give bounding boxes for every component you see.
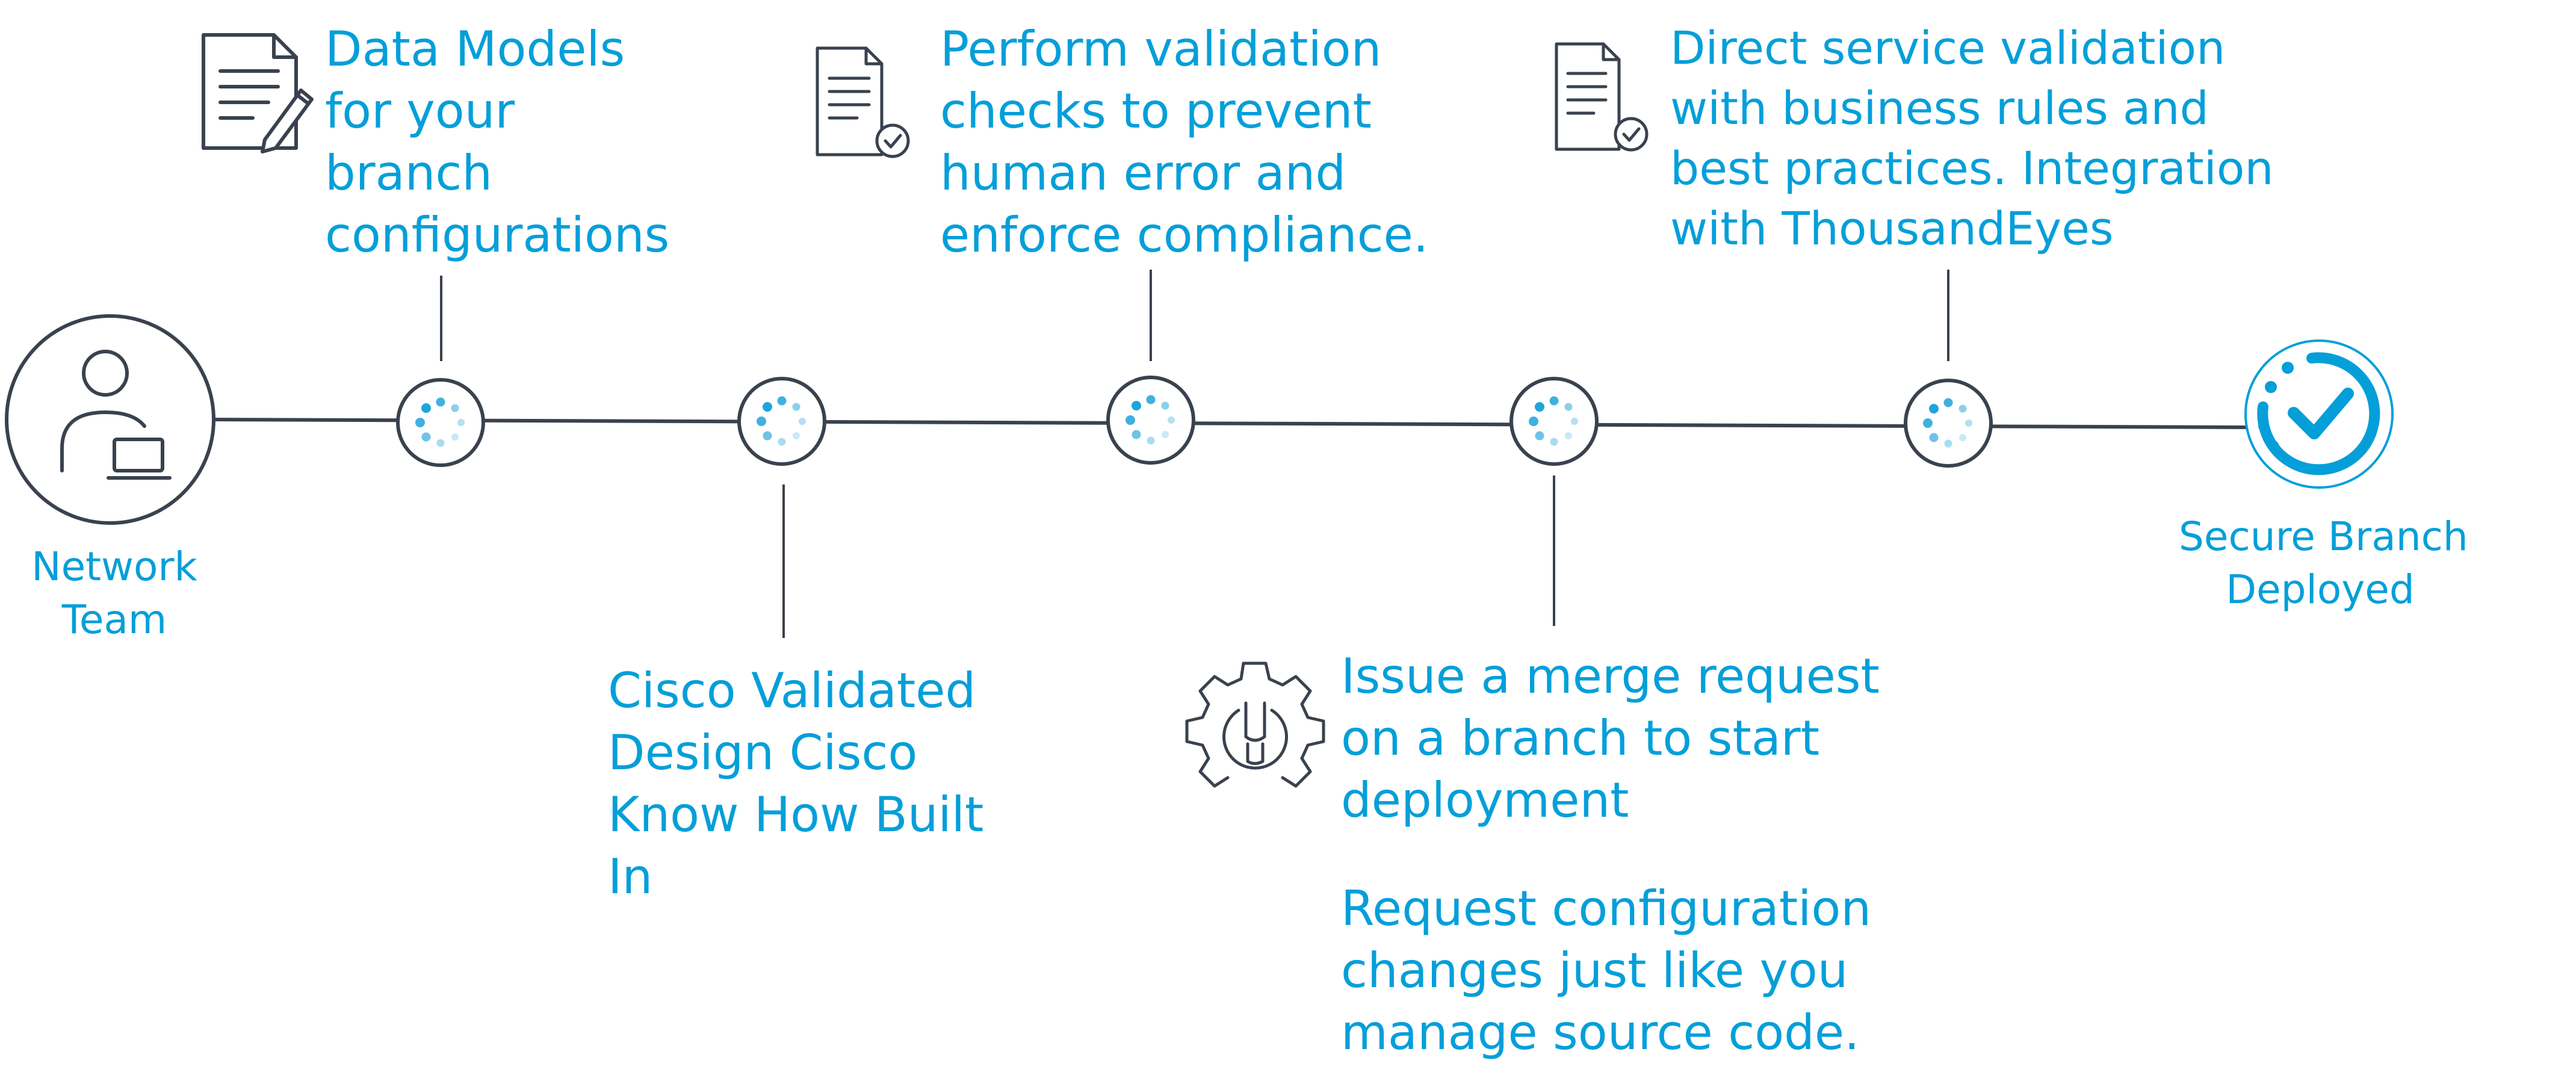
step-4-extra-text: Request configuration changes just like …: [1341, 878, 1871, 1064]
document-check-icon: [816, 46, 910, 158]
secure-branch-label-line-2: Deployed: [2226, 566, 2415, 613]
step-5-text-line-1: Direct service validation: [1670, 21, 2226, 75]
check-circle-icon: [2257, 352, 2380, 475]
step-3-text-line-2: checks to prevent: [940, 83, 1372, 139]
step-4-text: Issue a merge request on a branch to sta…: [1341, 645, 1880, 831]
network-team-label-line-2: Team: [61, 596, 167, 643]
step-3-text: Perform validation checks to prevent hum…: [940, 18, 1428, 266]
step-5-node: [1904, 379, 1993, 468]
step-1-node: [396, 378, 485, 467]
secure-branch-node: [2244, 339, 2394, 489]
step-2-text: Cisco Validated Design Cisco Know How Bu…: [608, 660, 983, 908]
step-3-node: [1106, 376, 1195, 465]
step-4-text-line-3: deployment: [1341, 772, 1629, 828]
step-3-text-line-3: human error and: [940, 145, 1346, 201]
step-4-extra-line-3: manage source code.: [1341, 1005, 1860, 1061]
network-team-node: [5, 314, 215, 525]
step-2-text-line-2: Design Cisco: [608, 725, 918, 781]
step-3-text-line-4: enforce compliance.: [940, 207, 1429, 263]
secure-branch-label-line-1: Secure Branch: [2179, 513, 2468, 560]
step-4-extra-line-1: Request configuration: [1341, 881, 1872, 937]
step-1-text: Data Models for your branch configuratio…: [325, 18, 669, 266]
gear-wrench-icon: [1185, 661, 1325, 788]
step-1-text-line-3: branch: [325, 145, 493, 201]
step-5-text-line-4: with ThousandEyes: [1670, 202, 2114, 255]
step-4-extra-line-2: changes just like you: [1341, 943, 1848, 999]
step-4-node: [1509, 377, 1599, 466]
network-team-label-line-1: Network: [31, 544, 197, 590]
step-5-text-line-2: with business rules and: [1670, 81, 2209, 135]
document-check-icon: [1555, 42, 1649, 152]
step-2-text-line-1: Cisco Validated: [608, 663, 976, 719]
step-4-text-line-2: on a branch to start: [1341, 710, 1820, 766]
step-1-text-line-2: for your: [325, 83, 515, 139]
step-3-text-line-1: Perform validation: [940, 21, 1382, 77]
step-4-text-line-1: Issue a merge request: [1341, 648, 1880, 704]
network-team-label: Network Team: [21, 540, 208, 646]
step-2-node: [737, 377, 826, 466]
step-1-text-line-4: configurations: [325, 207, 670, 263]
step-1-text-line-1: Data Models: [325, 21, 625, 77]
secure-branch-label: Secure Branch Deployed: [2179, 510, 2468, 616]
document-pencil-icon: [202, 33, 314, 153]
step-5-text-line-3: best practices. Integration: [1670, 141, 2274, 195]
user-laptop-icon: [60, 350, 172, 480]
step-5-text: Direct service validation with business …: [1670, 18, 2274, 259]
step-2-text-line-3: Know How Built: [608, 787, 984, 843]
step-2-text-line-4: In: [608, 849, 653, 905]
